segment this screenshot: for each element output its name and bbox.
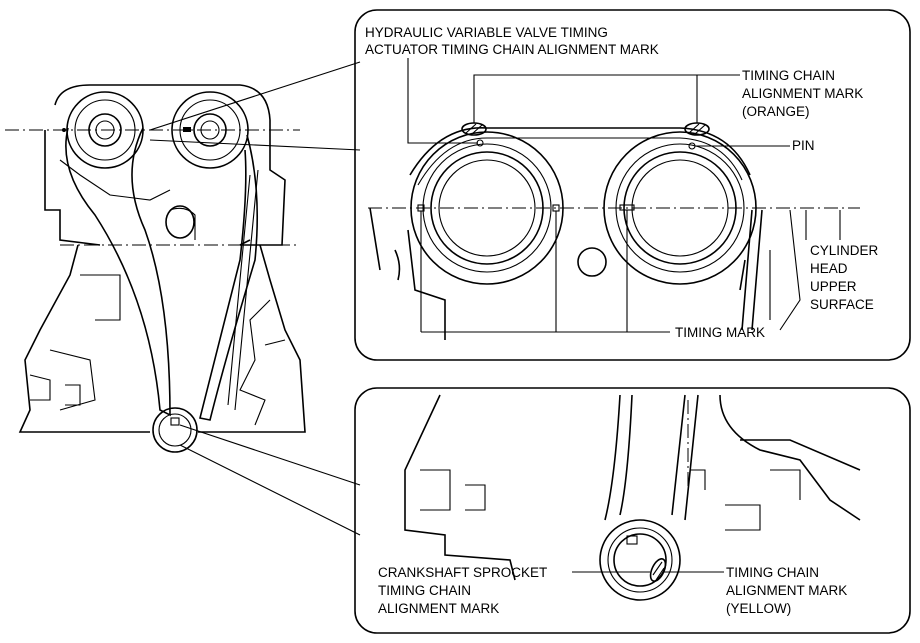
yellow-mark-label-3: (YELLOW) — [726, 601, 791, 616]
timing-chain — [65, 127, 259, 421]
cylinder-head-label-1: CYLINDER — [810, 243, 879, 258]
cylinder-head-label-4: SURFACE — [810, 297, 874, 312]
yellow-mark-label-2: ALIGNMENT MARK — [726, 583, 847, 598]
crank-detail-frame — [354, 387, 911, 634]
crank-sprocket-overview — [152, 407, 198, 453]
crank-mark-label-2: TIMING CHAIN — [378, 583, 471, 598]
pin-label: PIN — [792, 138, 815, 153]
crank-detail-callout: CRANKSHAFT SPROCKET TIMING CHAIN ALIGNME… — [354, 387, 911, 634]
cylinder-head-label-2: HEAD — [810, 261, 848, 276]
chain-mark-label-1: TIMING CHAIN — [742, 68, 835, 83]
cylinder-head-label-3: UPPER — [810, 279, 857, 294]
vvt-mark-label-1: HYDRAULIC VARIABLE VALVE TIMING — [365, 25, 608, 40]
cylinder-head-body — [44, 130, 251, 246]
crank-sprocket-detail — [599, 519, 681, 601]
chain-guide-detail — [739, 209, 763, 331]
cylinder-block-outline — [18, 244, 306, 433]
chain-guide — [227, 169, 259, 411]
timing-chain-detail — [409, 127, 751, 176]
yellow-mark-label-1: TIMING CHAIN — [726, 565, 819, 580]
crank-mark-label-1: CRANKSHAFT SPROCKET — [378, 565, 547, 580]
cam-cover-outline — [54, 84, 286, 246]
chain-mark-label-3: (ORANGE) — [742, 104, 810, 119]
cam-detail-frame — [354, 9, 911, 361]
cam-detail-callout: HYDRAULIC VARIABLE VALVE TIMING ACTUATOR… — [354, 9, 911, 361]
engine-overview — [5, 61, 361, 536]
vvt-mark-label-2: ACTUATOR TIMING CHAIN ALIGNMENT MARK — [365, 42, 659, 57]
timing-mark-label: TIMING MARK — [675, 325, 765, 340]
chain-mark-label-2: ALIGNMENT MARK — [742, 86, 863, 101]
crank-mark-label-3: ALIGNMENT MARK — [378, 601, 499, 616]
yellow-mark — [649, 558, 667, 582]
crank-chain-detail — [604, 394, 699, 521]
exhaust-cam-sprocket — [171, 91, 249, 169]
